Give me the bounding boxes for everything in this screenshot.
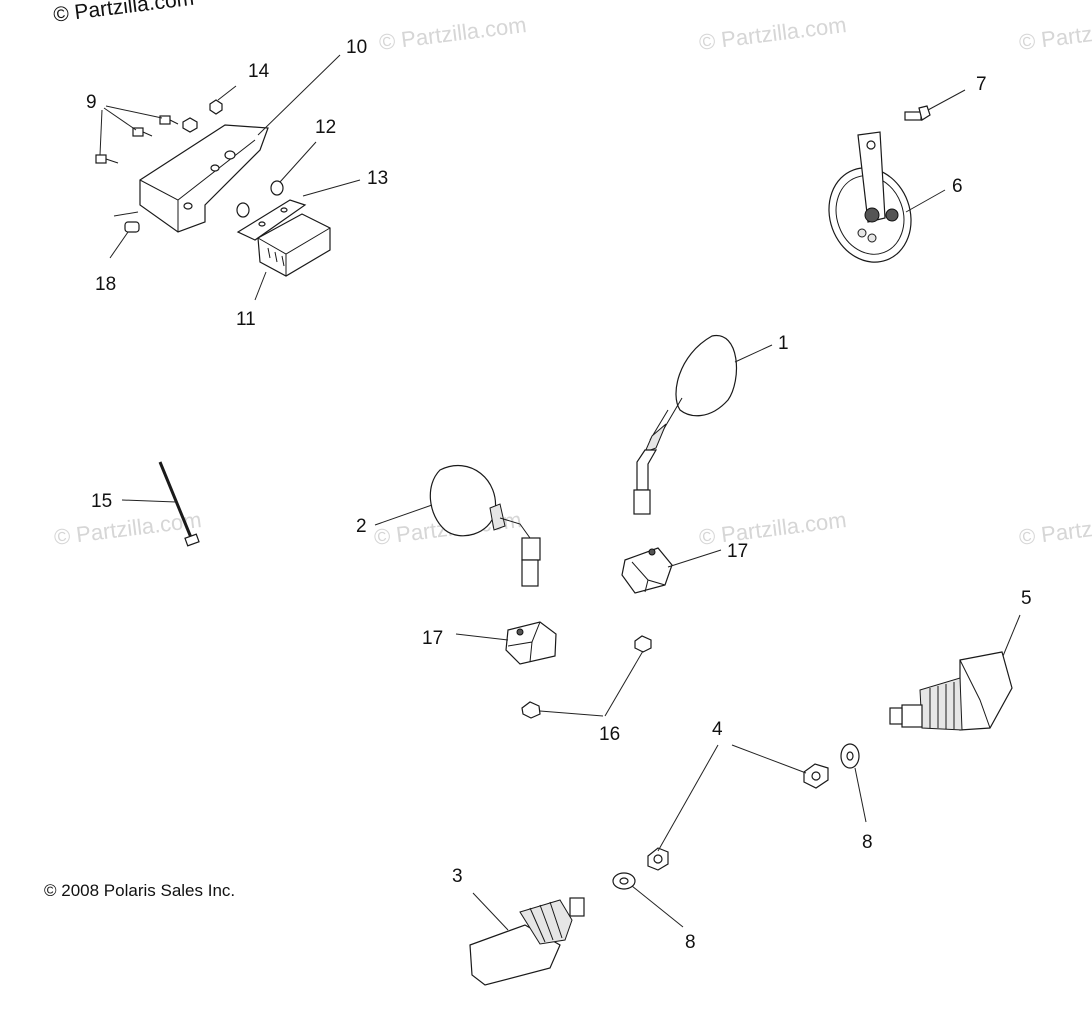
nut xyxy=(182,117,198,133)
callout-3: 3 xyxy=(452,866,463,887)
callout-4: 4 xyxy=(712,719,723,740)
signal-stem xyxy=(569,897,585,917)
callout-9: 9 xyxy=(86,92,97,113)
mirror-bracket xyxy=(621,547,673,594)
callout-1: 1 xyxy=(778,333,789,354)
callout-13: 13 xyxy=(367,168,388,189)
cable-tie xyxy=(158,461,200,547)
callout-18: 18 xyxy=(95,274,116,295)
callout-5: 5 xyxy=(1021,588,1032,609)
callout-14: 14 xyxy=(248,61,270,82)
gasket xyxy=(236,199,307,241)
watermark-text: © Partzilla.com xyxy=(378,12,528,55)
polaris-copyright: © 2008 Polaris Sales Inc. xyxy=(44,881,236,900)
turn-signal-right xyxy=(889,651,1013,731)
watermark-text: © Partzilla.com xyxy=(698,12,848,55)
mirror-head xyxy=(675,335,738,417)
bracket-hole xyxy=(210,164,220,172)
mirror-left xyxy=(429,464,541,587)
signal-body xyxy=(919,677,963,731)
mirror-stem xyxy=(521,537,541,561)
callout-10: 10 xyxy=(346,37,367,58)
callout-8: 8 xyxy=(685,932,696,953)
watermark-text: © Partzilla.com xyxy=(1018,507,1092,550)
screw xyxy=(95,154,119,164)
nut xyxy=(634,635,652,653)
horn-bracket xyxy=(857,131,886,223)
callout-17: 17 xyxy=(422,628,443,649)
grommet xyxy=(270,180,284,196)
horn-assembly xyxy=(828,105,931,263)
bracket-hole xyxy=(224,150,236,160)
pin xyxy=(124,221,140,233)
mirror-head xyxy=(429,464,497,537)
nut xyxy=(521,701,541,719)
watermark-text: © Partzilla.com xyxy=(698,507,848,550)
mirror-stem xyxy=(636,449,658,491)
callout-15: 15 xyxy=(91,491,112,512)
bracket-hole xyxy=(183,202,193,210)
mirror-bracket xyxy=(505,621,557,665)
license-bracket xyxy=(139,124,269,233)
mirror-right xyxy=(633,335,738,515)
mirror-base xyxy=(521,559,539,587)
signal-lens xyxy=(959,651,1013,731)
mirror-base xyxy=(633,489,651,515)
callout-11: 11 xyxy=(236,309,256,330)
callout-7: 7 xyxy=(976,74,987,95)
callout-17: 17 xyxy=(727,541,748,562)
watermark-text: © Partzilla.com xyxy=(1018,12,1092,55)
turn-signal-left xyxy=(469,897,585,986)
leader-lines xyxy=(99,54,1021,931)
callout-12: 12 xyxy=(315,117,336,138)
screw xyxy=(132,127,153,137)
license-bracket-assembly xyxy=(95,99,331,277)
watermark-layer: © Partzilla.com © Partzilla.com © Partzi… xyxy=(53,12,1092,550)
callout-numbers: 1 2 3 4 5 6 7 8 8 9 10 11 12 13 14 15 16… xyxy=(86,37,1032,953)
screw xyxy=(159,115,179,125)
nut xyxy=(209,99,223,115)
callout-2: 2 xyxy=(356,516,367,537)
callout-6: 6 xyxy=(952,176,963,197)
signal-stem xyxy=(901,704,923,728)
callout-8: 8 xyxy=(862,832,873,853)
license-lamp xyxy=(257,213,331,277)
horn-screw xyxy=(904,105,931,121)
callout-16: 16 xyxy=(599,724,620,745)
grommet xyxy=(236,202,250,218)
